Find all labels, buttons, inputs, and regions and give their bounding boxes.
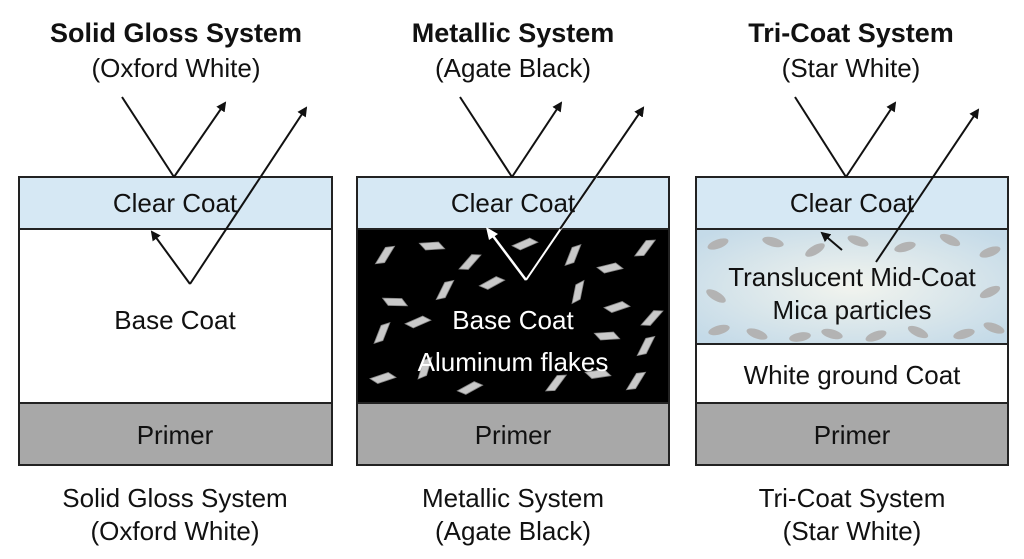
aluminum-flake-icon xyxy=(373,322,391,344)
aluminum-flake-icon xyxy=(596,262,624,274)
caption-line2: (Agate Black) xyxy=(435,516,591,546)
aluminum-flake-icon xyxy=(603,301,631,313)
clear-coat-label: Clear Coat xyxy=(113,188,238,218)
aluminum-flake-icon xyxy=(571,279,585,305)
aluminum-flake-icon xyxy=(636,335,656,357)
panel-subtitle: (Agate Black) xyxy=(435,53,591,83)
mica-particle-icon xyxy=(762,236,784,248)
surface-reflection-ray xyxy=(845,101,897,178)
mid-coat-layer xyxy=(695,228,1009,345)
mica-particle-icon xyxy=(907,325,929,339)
primer-label: Primer xyxy=(137,420,214,450)
aluminum-flake-icon xyxy=(593,331,621,341)
caption-line1: Solid Gloss System xyxy=(62,483,287,513)
primer-layer xyxy=(356,402,670,466)
aluminum-flake-icon xyxy=(640,310,664,326)
aluminum-flake-icon xyxy=(456,381,484,395)
mica-particle-icon xyxy=(939,233,961,247)
aluminum-flake-icon xyxy=(458,254,482,270)
aluminum-flake-icon xyxy=(584,369,612,379)
panel-metallic: Metallic System (Agate Black) Clear Coat… xyxy=(356,18,670,546)
clear-coat-layer xyxy=(356,176,670,230)
mica-particle-icon xyxy=(708,324,730,336)
clear-coat-label: Clear Coat xyxy=(451,188,576,218)
mica-particle-icon xyxy=(979,246,1001,258)
base-coat-label: Base Coat xyxy=(114,305,236,335)
aluminum-flake-icon xyxy=(374,245,396,265)
white-ground-coat-label: White ground Coat xyxy=(744,360,962,390)
mica-particle-icon xyxy=(746,328,768,340)
internal-reflection-ray xyxy=(150,230,191,285)
incident-ray xyxy=(121,96,175,178)
panel-subtitle: (Star White) xyxy=(782,53,921,83)
aluminum-flake-icon xyxy=(564,244,582,266)
refracted-ray xyxy=(875,108,980,263)
panel-solid-gloss: Solid Gloss System (Oxford White) Clear … xyxy=(18,18,333,546)
base-coat-label: Base Coat xyxy=(452,305,574,335)
caption-line2: (Star White) xyxy=(783,516,922,546)
panel-tri-coat: Tri-Coat System (Star White) Clear Coat … xyxy=(695,18,1009,546)
incident-ray xyxy=(794,96,847,178)
aluminum-flake-icon xyxy=(511,237,539,251)
mica-particle-icon xyxy=(706,289,726,303)
caption-line1: Metallic System xyxy=(422,483,604,513)
aluminum-flake-icon xyxy=(544,374,568,392)
aluminum-flake-icon xyxy=(435,279,455,301)
aluminum-flake-icon xyxy=(369,372,397,384)
primer-label: Primer xyxy=(475,420,552,450)
mica-particle-icon xyxy=(979,285,1001,299)
aluminum-flake-icon xyxy=(404,315,432,329)
aluminum-flake-icon xyxy=(633,239,657,257)
internal-reflection-ray xyxy=(489,231,527,281)
aluminum-flakes-label: Aluminum flakes xyxy=(418,347,609,377)
mica-particle-icon xyxy=(894,241,916,253)
aluminum-flake-icon xyxy=(381,297,409,307)
mica-particle-icon xyxy=(847,235,869,247)
mica-particles xyxy=(706,233,1005,342)
surface-reflection-ray xyxy=(173,101,227,178)
internal-reflection-ray xyxy=(820,231,843,251)
primer-label: Primer xyxy=(814,420,891,450)
panel-title: Metallic System xyxy=(412,18,615,48)
primer-layer xyxy=(695,402,1009,466)
aluminum-flake-icon xyxy=(417,356,433,380)
refracted-ray xyxy=(189,106,308,285)
mica-particle-icon xyxy=(805,243,825,257)
refracted-ray-above xyxy=(559,106,645,230)
mid-coat-label: Translucent Mid-Coat xyxy=(728,262,976,292)
mica-particles-label: Mica particles xyxy=(773,295,932,325)
incident-ray xyxy=(459,96,513,178)
aluminum-flake-icon xyxy=(478,276,506,290)
primer-layer xyxy=(18,402,333,466)
surface-reflection-ray xyxy=(511,101,563,178)
aluminum-flake-icon xyxy=(418,241,446,251)
mica-particle-icon xyxy=(789,332,811,342)
aluminum-flakes xyxy=(369,237,664,395)
panel-title: Tri-Coat System xyxy=(748,18,954,48)
mica-particle-icon xyxy=(821,328,843,340)
panel-subtitle: (Oxford White) xyxy=(91,53,260,83)
caption-line1: Tri-Coat System xyxy=(759,483,946,513)
clear-coat-layer xyxy=(695,176,1009,230)
clear-coat-layer xyxy=(18,176,333,230)
mica-particle-icon xyxy=(707,238,729,250)
panel-title: Solid Gloss System xyxy=(50,18,302,48)
base-coat-layer xyxy=(18,228,333,404)
base-coat-layer xyxy=(356,228,670,404)
caption-line2: (Oxford White) xyxy=(90,516,259,546)
mica-particle-icon xyxy=(953,328,975,340)
aluminum-flake-icon xyxy=(625,371,647,391)
mica-particle-icon xyxy=(983,322,1005,334)
internal-reflection-arrowhead xyxy=(486,227,498,240)
clear-coat-label: Clear Coat xyxy=(790,188,915,218)
mica-particle-icon xyxy=(865,330,887,342)
